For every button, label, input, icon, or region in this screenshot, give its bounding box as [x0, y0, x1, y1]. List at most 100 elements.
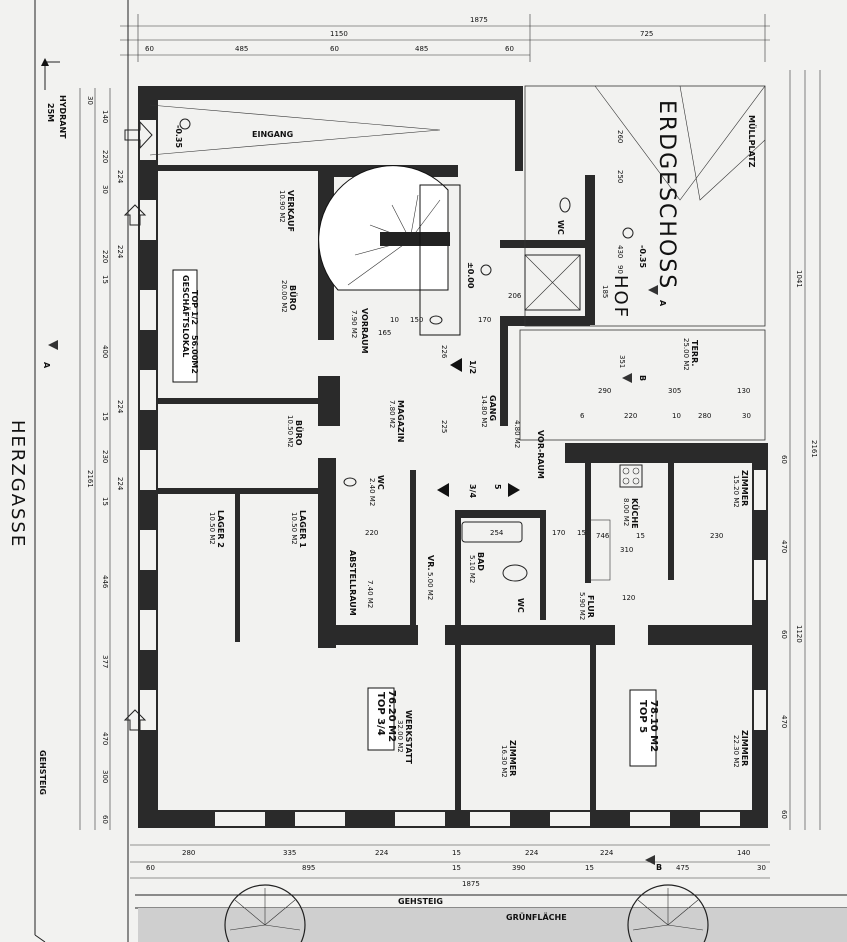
svg-text:226: 226 [440, 345, 448, 359]
hydrant-distance: 25M [46, 103, 55, 122]
svg-text:3/4: 3/4 [468, 484, 477, 498]
entrance-level-marker-icon [179, 118, 191, 130]
dim-left-1: 140 [101, 110, 109, 123]
svg-text:5.00 M2: 5.00 M2 [426, 572, 434, 600]
dim-left-4: 224 [116, 170, 124, 184]
dim-top-4: 485 [415, 45, 428, 53]
dim-top-1: 60 [145, 45, 154, 53]
svg-text:ZIMMER: ZIMMER [508, 740, 517, 776]
svg-text:10.50 M2: 10.50 M2 [286, 415, 294, 448]
dim-right-5: 60 [780, 810, 788, 819]
svg-text:165: 165 [378, 329, 391, 337]
section-markers: A A B B [42, 285, 667, 872]
level-marker-icon [480, 264, 492, 276]
dim-left-2: 220 [101, 150, 109, 163]
unit-box-top34 [367, 687, 395, 751]
dim-right-b: 1120 [795, 625, 803, 643]
room-buero-2: BÜRO 10.50 M2 [286, 415, 304, 448]
svg-text:224: 224 [600, 849, 614, 857]
green-area [138, 908, 847, 942]
svg-text:60: 60 [146, 864, 155, 872]
svg-text:WC: WC [556, 220, 565, 235]
svg-text:220: 220 [624, 412, 637, 420]
hydrant-arrow [44, 61, 60, 90]
svg-text:430: 430 [616, 245, 624, 258]
svg-text:224: 224 [525, 849, 539, 857]
right-dimensions: 2161 1041 1120 60 470 60 470 60 [780, 70, 821, 830]
dim-left-11: 230 [101, 450, 109, 463]
unit-geschaeft-line2: TOP 1/2 [190, 290, 199, 325]
room-wc-3: WC [516, 598, 525, 613]
svg-text:10.50 M2: 10.50 M2 [290, 512, 298, 545]
window-arrow-icon [123, 204, 147, 226]
svg-text:10: 10 [672, 412, 681, 420]
room-kueche: KÜCHE 8.00 M2 [622, 498, 640, 529]
street-name: HERZGASSE [7, 420, 28, 548]
unit-geschaeft-line1: GESCHÄFTSLOKAL [181, 275, 191, 357]
svg-text:206: 206 [508, 292, 522, 300]
dim-left-9: 15 [101, 412, 109, 421]
svg-text:30: 30 [757, 864, 766, 872]
svg-text:140: 140 [737, 849, 750, 857]
inner-dimensions: 10 150 165 170 226 225 254 220 170 15 74… [365, 130, 751, 602]
svg-text:335: 335 [283, 849, 296, 857]
room-vorraum-1: VORRAUM 7.90 M2 [350, 308, 369, 354]
entrance-area: EINGANG -0.35 [123, 104, 441, 731]
room-werkstatt: WERKSTATT 32.00 M2 [396, 710, 413, 764]
unit-top5-name: TOP 5 [637, 700, 648, 733]
svg-text:ABSTELLRAUM: ABSTELLRAUM [348, 550, 357, 616]
svg-text:310: 310 [620, 546, 633, 554]
courtyard-level-marker-icon [622, 227, 634, 239]
top-dimensions: 1875 1150 725 60 485 60 485 60 [120, 14, 770, 62]
room-vorraum-2: VOR-RAUM 4.80 M2 [513, 420, 545, 479]
room-magazin: MAGAZIN 7.80 M2 [388, 400, 405, 442]
svg-text:260: 260 [616, 130, 624, 143]
staircase: ±0.00 [318, 165, 492, 336]
svg-text:2.40 M2: 2.40 M2 [368, 478, 376, 506]
svg-text:BÜRO: BÜRO [294, 420, 304, 446]
dim-left-7: 224 [116, 245, 124, 259]
dim-left-8: 400 [101, 345, 109, 358]
room-gang: GANG 14.80 M2 [480, 395, 497, 428]
svg-text:MAGAZIN: MAGAZIN [396, 400, 405, 442]
svg-text:15: 15 [452, 864, 461, 872]
svg-text:390: 390 [512, 864, 525, 872]
svg-text:15: 15 [452, 849, 461, 857]
dim-left-10: 224 [116, 400, 124, 414]
entrance-label: EINGANG [252, 130, 293, 139]
courtyard: ERDGESCHOSS MÜLLPLATZ HOF -0.35 [524, 85, 766, 327]
svg-text:30: 30 [742, 412, 751, 420]
dim-left-6: 15 [101, 275, 109, 284]
room-wc-2: WC [556, 220, 565, 235]
stair-level: ±0.00 [466, 262, 475, 289]
waste-area-label: MÜLLPLATZ [747, 115, 757, 168]
bathtub-icon [461, 521, 523, 543]
svg-text:280: 280 [182, 849, 195, 857]
svg-text:KÜCHE: KÜCHE [630, 498, 640, 529]
svg-text:5.90 M2: 5.90 M2 [578, 592, 586, 620]
counter-icon [589, 519, 611, 581]
room-labels: VERKAUF 10.90 M2 BÜRO 20.00 M2 VORRAUM 7… [208, 190, 749, 778]
dim-left-17: 300 [101, 770, 109, 783]
shaft-box [524, 254, 581, 311]
svg-text:ZIMMER: ZIMMER [740, 470, 749, 506]
svg-text:BÜRO: BÜRO [288, 285, 298, 311]
dim-left-16: 470 [101, 732, 109, 745]
dim-right-4: 470 [780, 715, 788, 728]
floor-title: ERDGESCHOSS [654, 100, 679, 290]
svg-text:170: 170 [478, 316, 491, 324]
room-zimmer-3: ZIMMER 22.30 M2 [732, 730, 749, 768]
svg-text:250: 250 [616, 170, 624, 183]
hydrant-arrow-head [41, 58, 49, 66]
street-left: HERZGASSE GEHSTEIG HYDRANT 25M [7, 0, 129, 942]
dim-left-12: 15 [101, 497, 109, 506]
entrance-arrow-icon [124, 120, 153, 150]
dim-top-b: 725 [640, 30, 653, 38]
svg-text:15: 15 [577, 529, 586, 537]
svg-text:20.00 M2: 20.00 M2 [280, 280, 288, 313]
dim-top-a: 1150 [330, 30, 348, 38]
svg-text:WERKSTATT: WERKSTATT [404, 710, 413, 764]
svg-text:7.80 M2: 7.80 M2 [388, 400, 396, 428]
dim-total-top: 1875 [470, 16, 488, 24]
room-lager-2: LAGER 2 10.50 M2 [208, 510, 225, 548]
